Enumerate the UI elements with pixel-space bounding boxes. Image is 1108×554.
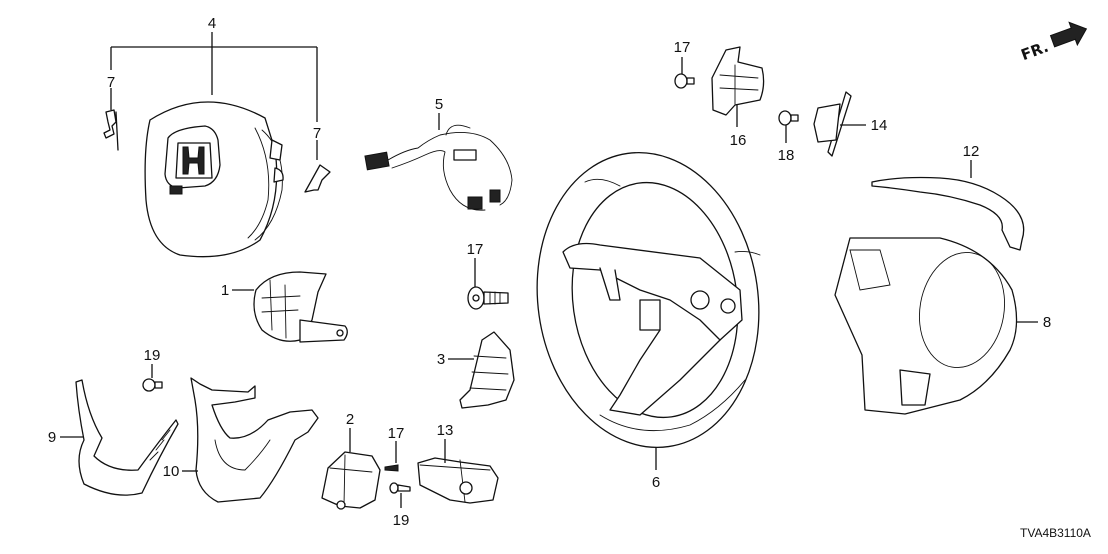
arrow-right-icon [1049,21,1088,48]
front-label: FR. [1019,38,1051,64]
callout-8[interactable]: 8 [1043,314,1051,331]
part-clip-left[interactable] [103,109,119,151]
callout-12[interactable]: 12 [963,143,980,160]
callout-14[interactable]: 14 [871,117,888,134]
part-switch[interactable] [321,428,381,510]
callout-2[interactable]: 2 [346,411,354,428]
part-screw-middle[interactable] [778,110,799,143]
callout-13[interactable]: 13 [437,422,454,439]
part-screw-18[interactable] [384,441,399,472]
callout-10[interactable]: 10 [163,463,180,480]
part-wire-harness[interactable] [364,113,513,211]
part-rear-cover[interactable] [834,237,1038,415]
callout-18[interactable]: 17 [388,425,405,442]
front-direction-indicator: FR. [1019,21,1088,64]
part-clip-right[interactable] [304,164,331,193]
part-steering-wheel[interactable] [518,138,777,470]
callout-17-lower[interactable]: 19 [144,347,161,364]
part-screw-lower[interactable] [142,364,163,392]
callout-1[interactable]: 1 [221,282,229,299]
part-screw-19[interactable] [389,482,411,508]
part-garnish-upper[interactable] [871,160,1025,251]
part-garnish-lower[interactable] [60,379,179,496]
callout-3[interactable]: 3 [437,351,445,368]
leader-4 [110,32,318,160]
callout-17-top[interactable]: 17 [674,39,691,56]
callout-4[interactable]: 4 [208,15,216,32]
part-bolt[interactable] [467,258,509,310]
callout-7-left[interactable]: 7 [107,74,115,91]
callout-9[interactable]: 9 [48,429,56,446]
callout-7-right[interactable]: 7 [313,125,321,142]
part-switch-assembly-left[interactable] [232,271,348,343]
part-module[interactable] [417,439,499,504]
callout-6[interactable]: 6 [652,474,660,491]
callout-16[interactable]: 17 [467,241,484,258]
part-lower-cover[interactable] [182,377,319,503]
callout-19[interactable]: 19 [393,512,410,529]
callout-5[interactable]: 5 [435,96,443,113]
honda-logo-icon [175,142,213,179]
callout-17-middle[interactable]: 18 [778,147,795,164]
part-airbag-module[interactable] [144,101,284,258]
callout-15[interactable]: 16 [730,132,747,149]
part-paddle-switch-right[interactable] [813,91,866,157]
part-screw-top[interactable] [674,57,695,89]
drawing-code: TVA4B3110A [1020,526,1091,540]
part-paddle-switch-left[interactable] [711,46,765,127]
part-switch-assembly-right[interactable] [448,331,515,409]
